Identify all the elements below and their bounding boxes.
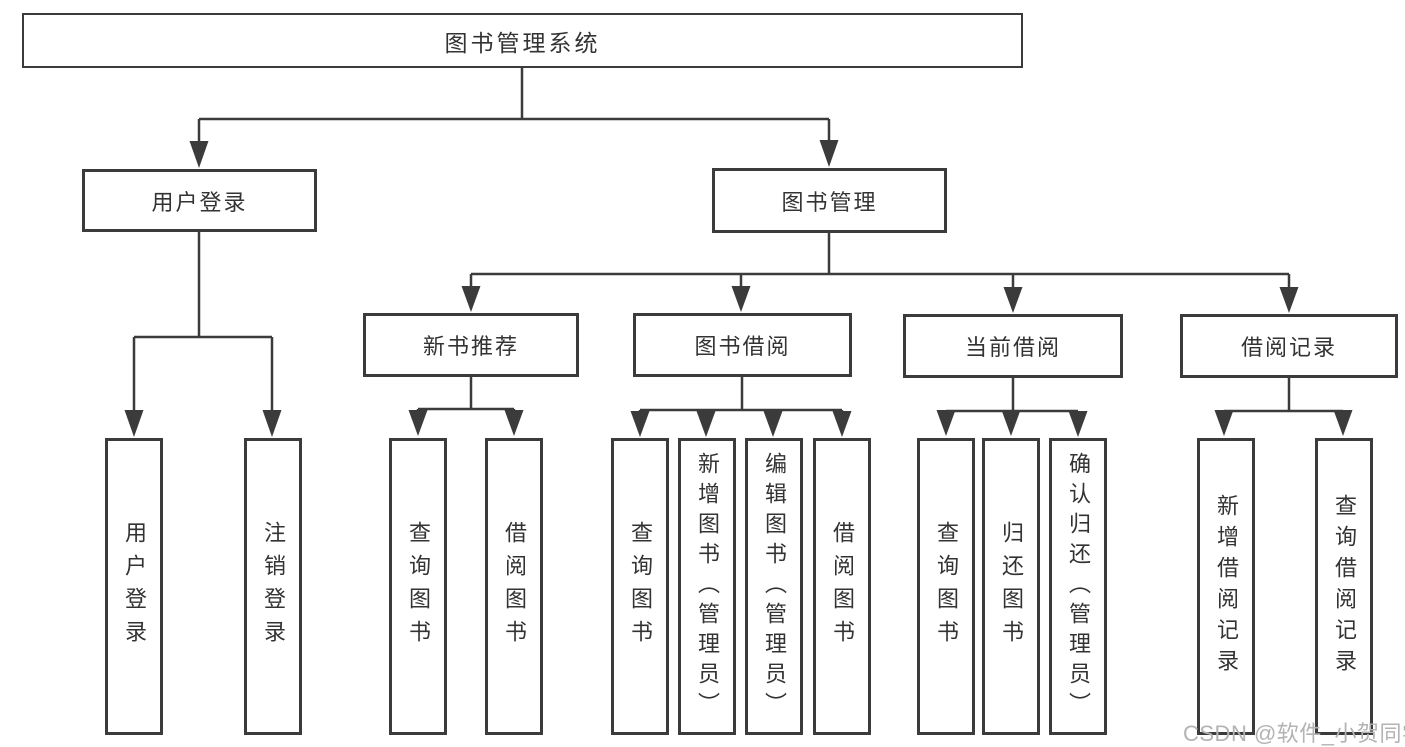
- node-label: 借阅记录: [1240, 335, 1337, 360]
- node-book-borrowing: 图书借阅: [633, 313, 852, 377]
- leaf-query-borrowing-record: 查询借阅记录: [1315, 438, 1373, 735]
- leaf-label: 归还图书: [999, 520, 1024, 653]
- node-book-management: 图书管理: [712, 168, 947, 233]
- node-label: 新书推荐: [422, 334, 519, 359]
- node-borrowing-records: 借阅记录: [1180, 314, 1398, 378]
- leaf-label: 新增借阅记录: [1214, 493, 1239, 680]
- node-library-management-system: 图书管理系统: [22, 13, 1023, 68]
- leaf-logout: 注销登录: [244, 438, 302, 735]
- node-label: 图书管理系统: [444, 29, 601, 56]
- node-label: 图书借阅: [694, 334, 791, 359]
- leaf-label: 查询图书: [934, 520, 959, 653]
- csdn-watermark: CSDN @软件_小贺同学: [1183, 721, 1405, 746]
- node-label: 当前借阅: [964, 335, 1061, 360]
- leaf-label: 编辑图书（管理员）: [762, 451, 787, 722]
- leaf-label: 用户登录: [122, 520, 147, 653]
- leaf-confirm-return-admin: 确认归还（管理员）: [1049, 438, 1107, 735]
- leaf-label: 借阅图书: [830, 520, 855, 653]
- leaf-label: 借阅图书: [502, 520, 527, 653]
- leaf-borrow-books: 借阅图书: [813, 438, 871, 735]
- leaf-add-books-admin: 新增图书（管理员）: [678, 438, 736, 735]
- leaf-borrow-books-recommendation: 借阅图书: [485, 438, 543, 735]
- node-label: 图书管理: [781, 189, 878, 215]
- leaf-edit-books-admin: 编辑图书（管理员）: [745, 438, 803, 735]
- node-label: 用户登录: [151, 189, 248, 215]
- leaf-query-books-borrowing: 查询图书: [611, 438, 669, 735]
- node-current-borrowing: 当前借阅: [903, 314, 1123, 378]
- leaf-query-books-current: 查询图书: [917, 438, 975, 735]
- leaf-label: 新增图书（管理员）: [695, 451, 720, 722]
- leaf-label: 注销登录: [261, 520, 286, 653]
- leaf-label: 查询图书: [406, 520, 431, 653]
- leaf-query-books-recommendation: 查询图书: [389, 438, 447, 735]
- leaf-label: 查询借阅记录: [1332, 493, 1357, 680]
- leaf-return-books: 归还图书: [982, 438, 1040, 735]
- leaf-label: 查询图书: [628, 520, 653, 653]
- leaf-add-borrowing-record: 新增借阅记录: [1197, 438, 1255, 735]
- leaf-label: 确认归还（管理员）: [1066, 451, 1091, 722]
- node-new-book-recommendation: 新书推荐: [363, 313, 579, 377]
- node-user-login: 用户登录: [82, 169, 317, 232]
- leaf-user-login: 用户登录: [105, 438, 163, 735]
